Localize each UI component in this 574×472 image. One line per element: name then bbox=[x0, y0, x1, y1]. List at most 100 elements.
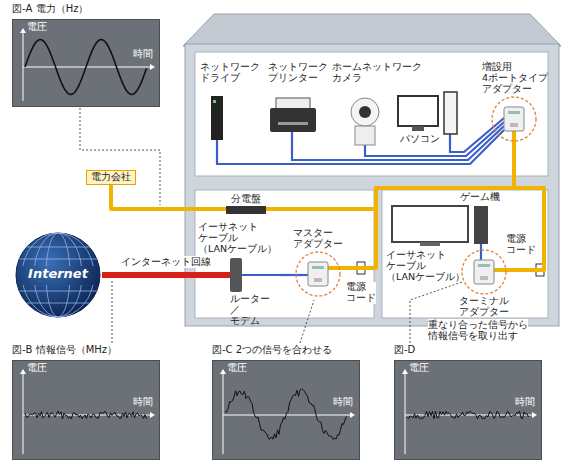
label-box: 電力会社 bbox=[86, 170, 136, 185]
panel-heading: 図-B 情報信号（MHz） bbox=[12, 344, 160, 356]
leader-line bbox=[112, 280, 113, 343]
callout-label: イーサネット ケーブル （LANケーブル） bbox=[386, 250, 465, 283]
callout-label: 重なり合った信号から 情報信号を取り出す bbox=[428, 319, 528, 341]
adapter-node: マスター アダプター bbox=[286, 228, 350, 298]
panel-heading: 図-D bbox=[394, 344, 542, 356]
dist-node: 分電盤 bbox=[226, 193, 266, 214]
adapter-node: ターミナル アダプター bbox=[452, 248, 516, 318]
callout-label: ホームネットワーク カメラ bbox=[332, 62, 422, 84]
graph-screen: 電圧時間 bbox=[12, 19, 160, 107]
roof bbox=[183, 14, 561, 46]
leader-lines bbox=[80, 108, 462, 343]
camera-lens bbox=[359, 106, 371, 118]
printer bbox=[270, 108, 316, 132]
lan-cable bbox=[242, 274, 286, 276]
part-label: 分電盤 bbox=[226, 193, 266, 205]
tv-stand bbox=[420, 242, 440, 246]
axis bbox=[223, 373, 224, 454]
adapter-port bbox=[510, 123, 518, 127]
parallel bbox=[19, 259, 97, 260]
game-console bbox=[474, 206, 488, 244]
connector bbox=[111, 185, 226, 209]
graph bbox=[213, 361, 359, 459]
waveform bbox=[225, 389, 347, 440]
connector bbox=[266, 209, 376, 268]
graph-panel: 図-B 情報信号（MHz） 電圧時間 bbox=[12, 344, 160, 460]
callout-label: イーサネット ケーブル （LANケーブル） bbox=[198, 222, 277, 255]
room bbox=[195, 52, 548, 176]
globe-node: Internet bbox=[14, 231, 102, 319]
adapter-led bbox=[508, 111, 520, 114]
router-node: ルーター／ モデム bbox=[230, 258, 280, 327]
callout-label: ネットワーク プリンター bbox=[268, 62, 328, 84]
lan-cable bbox=[450, 118, 504, 152]
axis bbox=[405, 373, 406, 454]
graph-screen: 電圧時間 bbox=[394, 360, 542, 460]
axis-label: 電圧 bbox=[27, 21, 47, 33]
parallel bbox=[27, 303, 90, 304]
axis-label: 時間 bbox=[515, 396, 535, 408]
house-body bbox=[185, 44, 559, 326]
graph-screen: 電圧時間 bbox=[212, 360, 360, 460]
power-cord bbox=[494, 268, 516, 272]
globe-label: Internet bbox=[14, 267, 102, 282]
waveform bbox=[25, 411, 147, 419]
graph-screen: 電圧時間 bbox=[12, 360, 160, 460]
monitor bbox=[398, 96, 438, 126]
axis-arrow bbox=[20, 28, 26, 33]
led bbox=[213, 100, 216, 103]
adapter-port bbox=[314, 278, 322, 282]
graph bbox=[13, 361, 159, 459]
adapter-icon bbox=[286, 250, 350, 298]
panel-heading: 図-A 電力（Hz） bbox=[12, 3, 160, 15]
lan-cable bbox=[286, 274, 308, 276]
printer-slot bbox=[278, 122, 308, 125]
axis-label: 電圧 bbox=[409, 362, 429, 374]
axis-label: 時間 bbox=[133, 396, 153, 408]
adapter-body bbox=[308, 262, 328, 286]
camera bbox=[351, 98, 379, 126]
axis-arrow bbox=[20, 369, 26, 374]
device-label: ルーター／ モデム bbox=[230, 294, 270, 327]
axis-arrow bbox=[220, 369, 226, 374]
graph-panel: 図-C 2つの信号を合わせる電圧時間 bbox=[212, 344, 360, 460]
graph-panel: 図-D 電圧時間 bbox=[394, 344, 542, 460]
monitor-stand bbox=[412, 126, 424, 131]
network-drive bbox=[211, 96, 223, 140]
adapter-icon bbox=[482, 95, 546, 143]
router-icon bbox=[230, 258, 242, 292]
adapter-led bbox=[478, 264, 490, 267]
lan-cable bbox=[480, 244, 482, 260]
highlight-circle bbox=[462, 250, 506, 294]
waveform bbox=[25, 40, 147, 95]
graph bbox=[13, 20, 159, 106]
axis bbox=[223, 415, 351, 416]
leader-line bbox=[80, 108, 160, 205]
printer-tray bbox=[276, 98, 310, 109]
adapter-node: 増設用 4ポートタイプ アダプター bbox=[482, 62, 546, 143]
device-label: マスター アダプター bbox=[293, 228, 343, 250]
distribution-board bbox=[226, 206, 266, 214]
adapter-body bbox=[504, 107, 524, 131]
axis-arrow bbox=[532, 412, 537, 418]
callout-label: ゲーム機 bbox=[460, 192, 500, 203]
axis-arrow bbox=[150, 64, 155, 70]
house bbox=[183, 14, 561, 326]
connector bbox=[102, 272, 230, 278]
highlight-circle bbox=[296, 252, 340, 296]
edge-label: インターネット回線 bbox=[119, 256, 213, 268]
callout-label: 電源 コード bbox=[346, 282, 376, 304]
axis bbox=[23, 67, 151, 68]
parallel bbox=[27, 247, 90, 248]
axis-label: 時間 bbox=[333, 396, 353, 408]
graph bbox=[395, 361, 541, 459]
adapter-body bbox=[474, 260, 494, 284]
axis-arrow bbox=[150, 412, 155, 418]
callout-label: パソコン bbox=[400, 134, 440, 145]
axis-label: 時間 bbox=[133, 48, 153, 60]
highlight-circle bbox=[492, 97, 536, 141]
tv bbox=[392, 206, 468, 242]
axis-label: 電圧 bbox=[27, 362, 47, 374]
room bbox=[382, 190, 548, 318]
device-label: 増設用 4ポートタイプ アダプター bbox=[482, 62, 548, 95]
